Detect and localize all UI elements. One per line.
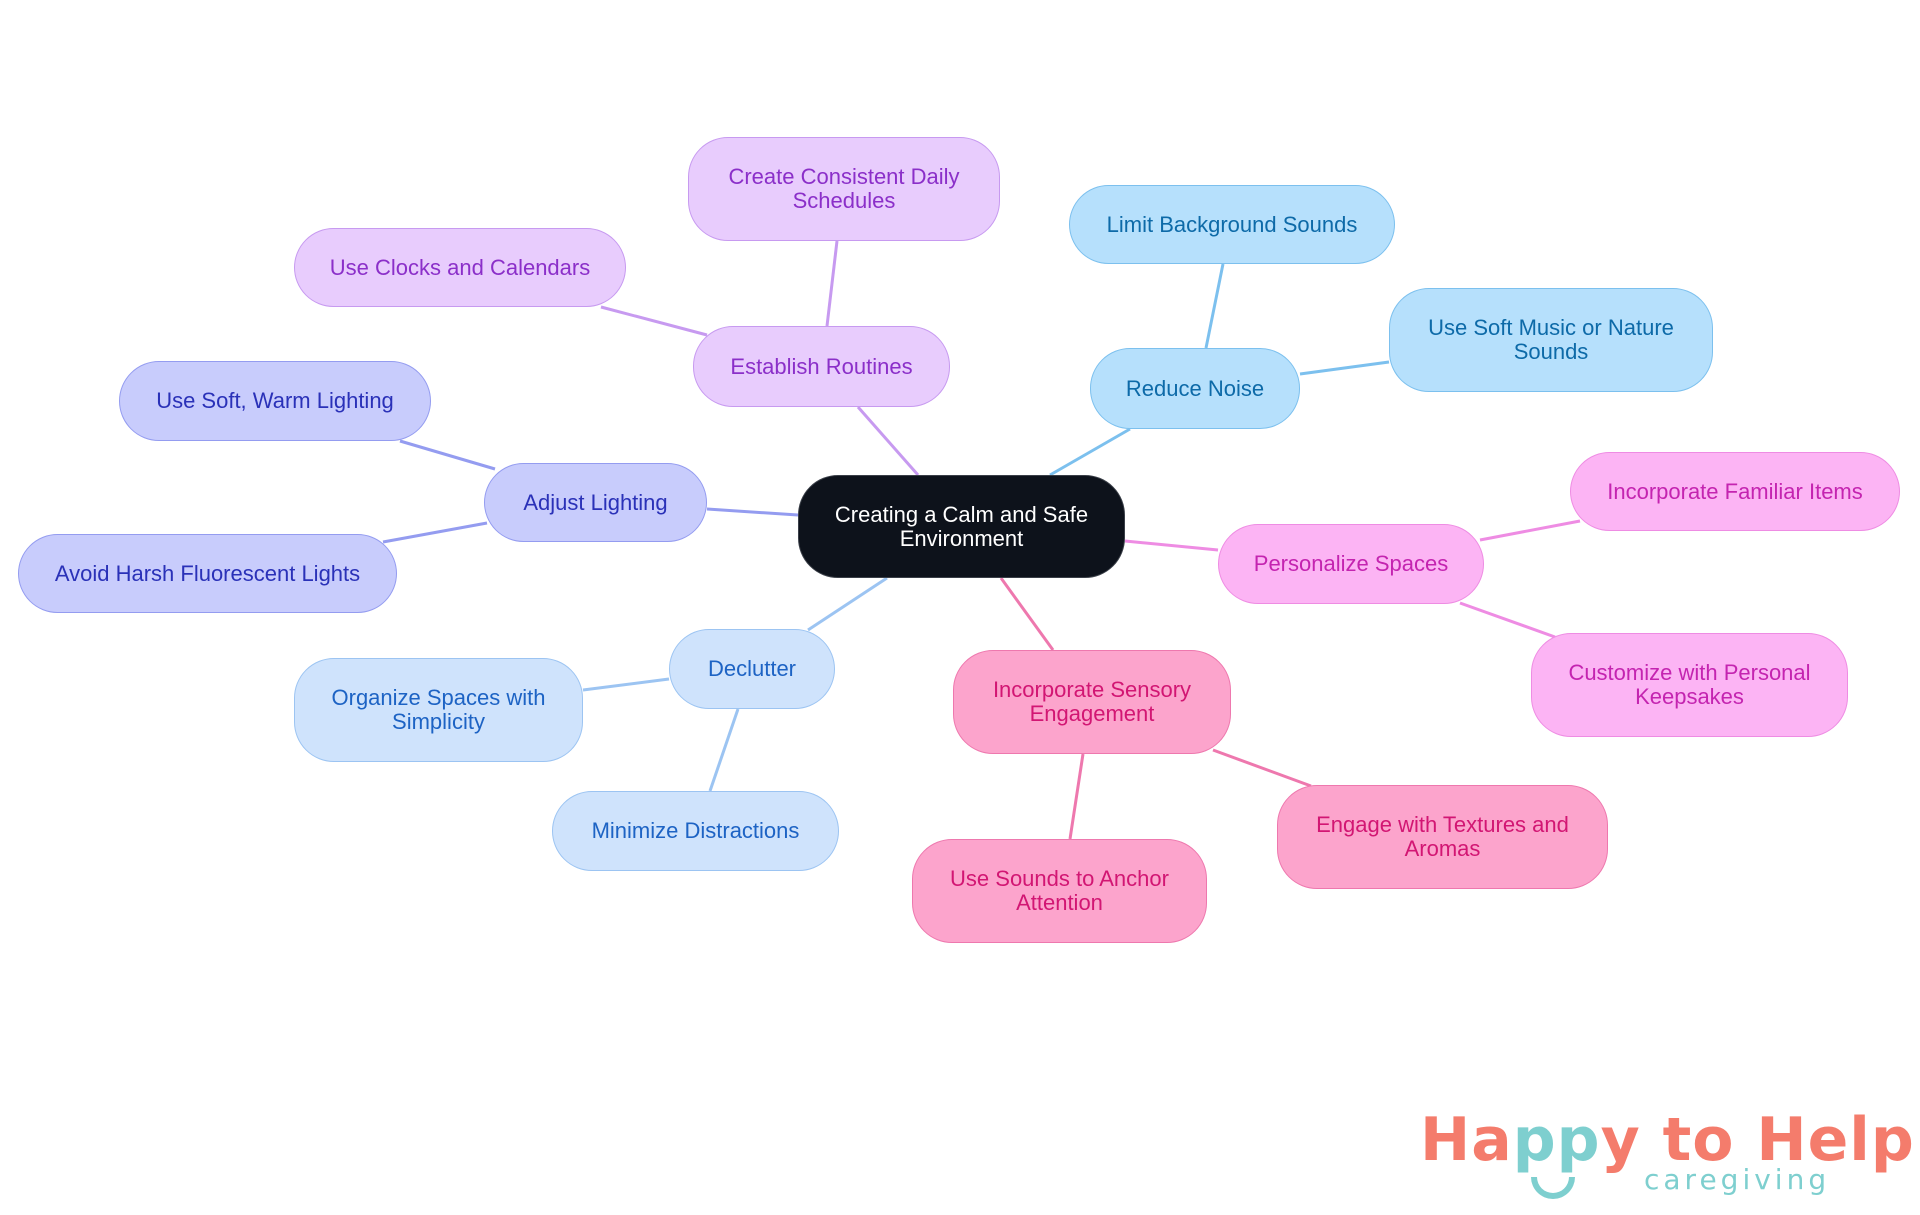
- smile-icon: [1531, 1177, 1575, 1199]
- central-topic-node[interactable]: Creating a Calm and Safe Environment: [798, 475, 1125, 578]
- branch-label: Personalize Spaces: [1253, 551, 1449, 576]
- leaf-node-personal-keepsakes[interactable]: Customize with Personal Keepsakes: [1531, 633, 1848, 737]
- leaf-node-clocks-calendars[interactable]: Use Clocks and Calendars: [294, 228, 626, 307]
- leaf-label: Customize with Personal Keepsakes: [1568, 660, 1811, 709]
- leaf-node-sounds-anchor-attention[interactable]: Use Sounds to Anchor Attention: [912, 839, 1207, 943]
- leaf-label: Incorporate Familiar Items: [1607, 478, 1863, 504]
- leaf-node-soft-music[interactable]: Use Soft Music or Nature Sounds: [1389, 288, 1713, 392]
- leaf-node-warm-lighting[interactable]: Use Soft, Warm Lighting: [119, 361, 431, 441]
- leaf-node-consistent-schedules[interactable]: Create Consistent Daily Schedules: [688, 137, 1000, 241]
- logo-text-part2: pp: [1512, 1105, 1601, 1175]
- central-topic-label: Creating a Calm and Safe Environment: [834, 501, 1089, 551]
- happy-to-help-logo: Happy to Help caregiving: [1420, 1105, 1914, 1205]
- leaf-node-limit-background-sounds[interactable]: Limit Background Sounds: [1069, 185, 1395, 264]
- leaf-label: Engage with Textures and Aromas: [1316, 812, 1569, 861]
- branch-node-establish-routines[interactable]: Establish Routines: [693, 326, 950, 407]
- leaf-label: Use Soft Music or Nature Sounds: [1428, 315, 1674, 364]
- branch-node-adjust-lighting[interactable]: Adjust Lighting: [484, 463, 707, 542]
- branch-node-sensory-engagement[interactable]: Incorporate Sensory Engagement: [953, 650, 1231, 754]
- logo-text-part1: Ha: [1420, 1105, 1513, 1175]
- leaf-label: Avoid Harsh Fluorescent Lights: [54, 560, 361, 586]
- leaf-node-avoid-fluorescent[interactable]: Avoid Harsh Fluorescent Lights: [18, 534, 397, 613]
- branch-node-reduce-noise[interactable]: Reduce Noise: [1090, 348, 1300, 429]
- leaf-label: Use Soft, Warm Lighting: [156, 388, 394, 413]
- leaf-node-minimize-distractions[interactable]: Minimize Distractions: [552, 791, 839, 871]
- branch-label: Reduce Noise: [1125, 375, 1265, 401]
- branch-node-personalize-spaces[interactable]: Personalize Spaces: [1218, 524, 1484, 604]
- leaf-node-organize-simplicity[interactable]: Organize Spaces with Simplicity: [294, 658, 583, 762]
- leaf-label: Minimize Distractions: [591, 818, 800, 843]
- branch-label: Declutter: [707, 656, 797, 681]
- logo-subtitle: caregiving: [1644, 1163, 1831, 1196]
- leaf-label: Organize Spaces with Simplicity: [331, 685, 546, 734]
- leaf-label: Use Sounds to Anchor Attention: [950, 866, 1169, 915]
- branch-label: Adjust Lighting: [523, 489, 668, 515]
- branch-label: Establish Routines: [730, 353, 913, 379]
- branch-node-declutter[interactable]: Declutter: [669, 629, 835, 709]
- leaf-label: Use Clocks and Calendars: [329, 254, 591, 280]
- leaf-node-textures-aromas[interactable]: Engage with Textures and Aromas: [1277, 785, 1608, 889]
- leaf-node-familiar-items[interactable]: Incorporate Familiar Items: [1570, 452, 1900, 531]
- leaf-label: Create Consistent Daily Schedules: [728, 164, 960, 213]
- leaf-label: Limit Background Sounds: [1106, 211, 1358, 237]
- logo-wordmark: Happy to Help: [1420, 1105, 1915, 1175]
- logo-text-part3: y to Help: [1600, 1105, 1915, 1175]
- branch-label: Incorporate Sensory Engagement: [992, 677, 1192, 726]
